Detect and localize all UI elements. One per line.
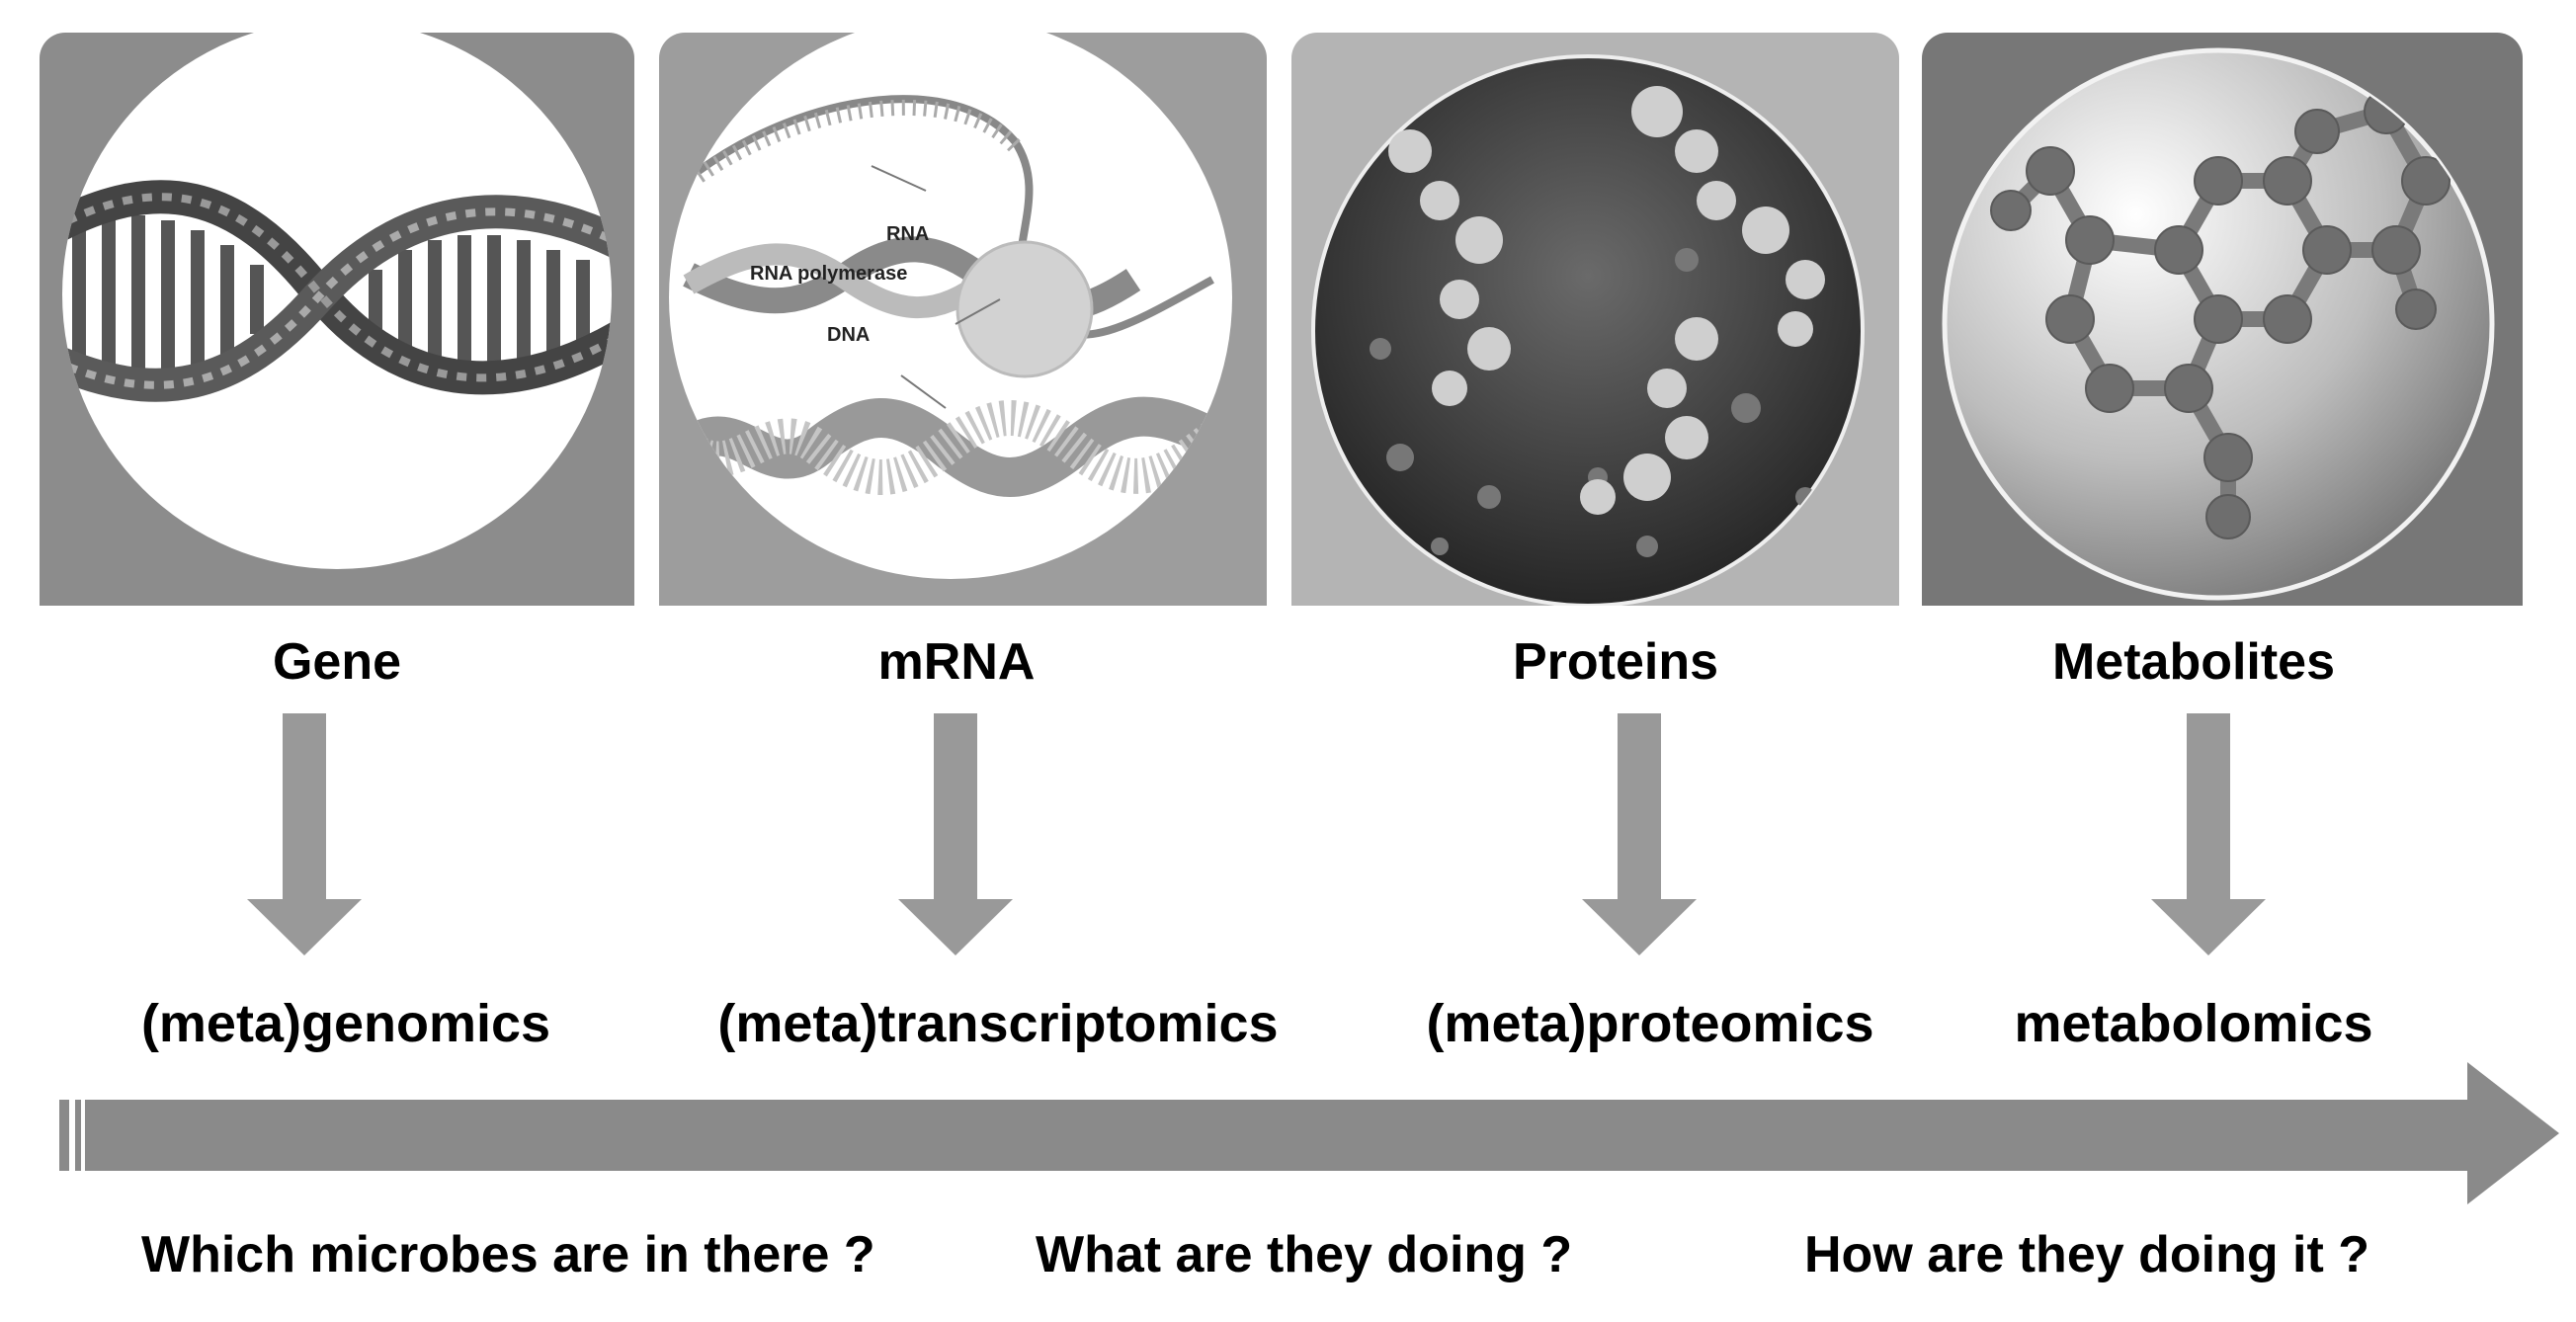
down-arrow-icon: [1582, 713, 1697, 955]
metabolites-panel: [1922, 33, 2523, 606]
omic-label-proteomics: (meta)proteomics: [1426, 994, 1874, 1053]
timeline-arrow-icon: [59, 1062, 2559, 1204]
stage-label-gene: Gene: [272, 633, 402, 691]
rna-polymerase-annotation: RNA polymerase: [750, 263, 907, 285]
question-which-microbes: Which microbes are in there ?: [141, 1226, 875, 1283]
omic-label-transcriptomics: (meta)transcriptomics: [717, 994, 1279, 1053]
stage-label-metabolites: Metabolites: [2051, 633, 2336, 691]
mrna-panel: RNA RNA polymerase DNA: [659, 33, 1267, 606]
gene-panel: [40, 33, 634, 606]
down-arrow-icon: [247, 713, 362, 955]
question-how-doing: How are they doing it ?: [1804, 1226, 2370, 1283]
stage-label-mrna: mRNA: [877, 633, 1036, 691]
molecule-ball-and-stick-icon: [1942, 47, 2495, 601]
omic-label-genomics: (meta)genomics: [140, 994, 551, 1053]
stage-label-proteins: Proteins: [1512, 633, 1719, 691]
proteins-panel: [1291, 33, 1899, 606]
protein-molecules-icon: [1311, 54, 1865, 606]
dna-annotation: DNA: [827, 324, 870, 346]
rna-annotation: RNA: [886, 223, 929, 245]
dna-helix-icon: [62, 33, 612, 569]
down-arrow-icon: [898, 713, 1013, 955]
rna-transcription-icon: RNA RNA polymerase DNA: [669, 33, 1232, 579]
omic-label-metabolomics: metabolomics: [2014, 994, 2373, 1053]
question-what-doing: What are they doing ?: [1036, 1226, 1573, 1283]
down-arrow-icon: [2151, 713, 2266, 955]
